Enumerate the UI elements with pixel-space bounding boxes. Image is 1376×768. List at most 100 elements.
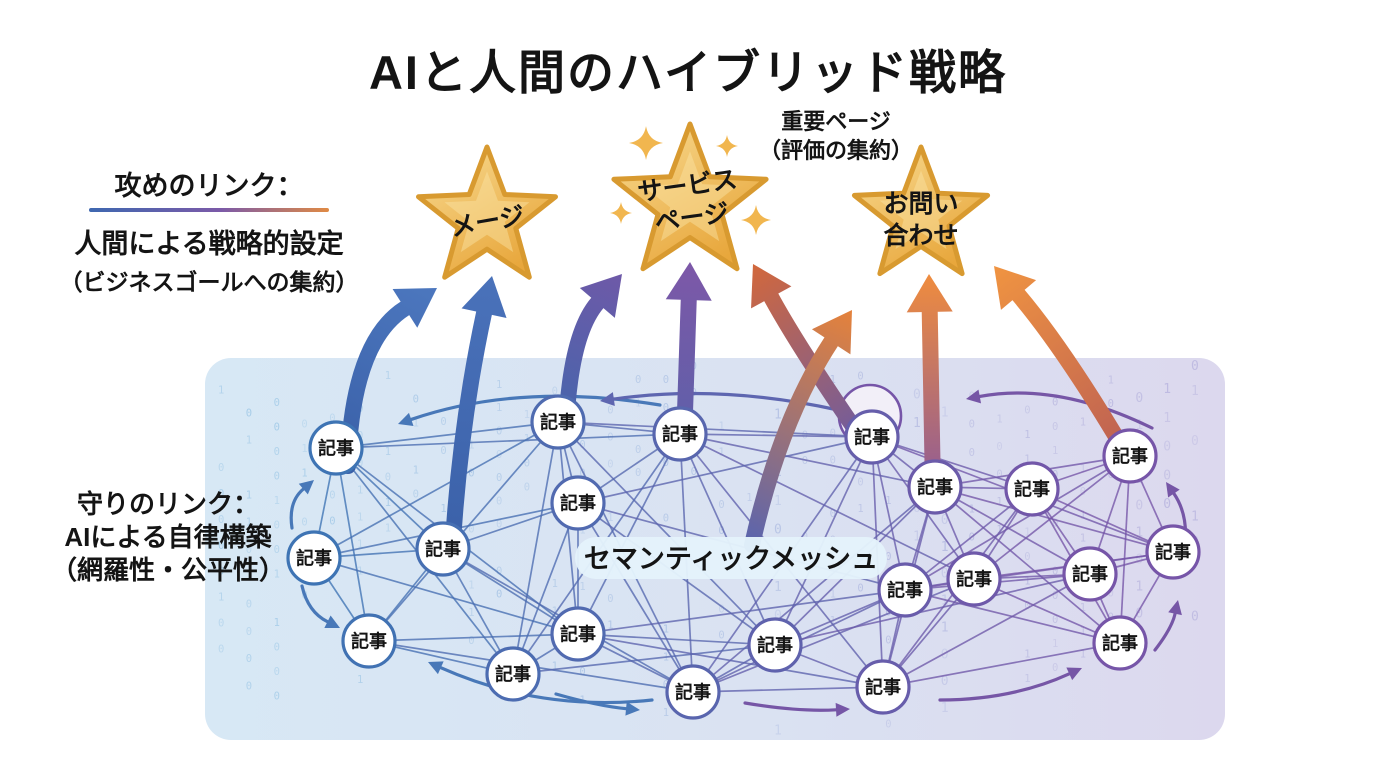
attack-link-heading: 攻めのリンク： [114,171,304,201]
svg-text:0: 0 [357,457,363,469]
svg-text:1: 1 [663,707,669,719]
svg-text:0: 0 [274,471,280,483]
svg-text:0: 0 [218,488,224,500]
svg-text:0: 0 [607,405,613,417]
svg-text:1: 1 [774,408,782,423]
article-node-label: 記事 [540,412,576,433]
article-node: 記事 [1004,461,1060,517]
star-label: 合わせ [883,221,958,250]
svg-text:0: 0 [274,422,280,434]
svg-text:1: 1 [1080,463,1086,475]
svg-text:0: 0 [246,680,252,692]
svg-text:0: 0 [579,666,585,678]
svg-text:0: 0 [663,402,669,414]
svg-text:1: 1 [857,503,863,515]
svg-text:0: 0 [579,468,585,480]
svg-text:0: 0 [274,397,280,409]
svg-text:1: 1 [1080,625,1086,637]
svg-text:0: 0 [635,444,641,456]
article-node: 記事 [1102,428,1158,484]
svg-text:0: 0 [468,468,474,480]
svg-text:1: 1 [996,414,1002,426]
svg-text:0: 0 [274,691,280,703]
svg-text:0: 0 [830,454,836,466]
svg-text:1: 1 [385,370,391,382]
svg-text:0: 0 [246,598,252,610]
svg-text:0: 0 [301,516,307,528]
svg-text:0: 0 [579,439,585,451]
svg-text:0: 0 [385,472,391,484]
defense-link-label: 守りのリンク： AIによる自律構築 （網羅性・公平性） [22,488,314,586]
svg-text:0: 0 [774,523,782,538]
svg-text:1: 1 [941,701,949,716]
article-node-label: 記事 [854,427,890,448]
svg-text:0: 0 [413,488,419,500]
svg-text:0: 0 [941,567,949,582]
article-node: 記事 [747,617,803,673]
svg-text:0: 0 [635,467,641,479]
svg-text:1: 1 [274,568,280,580]
defense-link-line1: AIによる自律構築 [64,521,272,552]
svg-text:0: 0 [524,457,530,469]
svg-text:1: 1 [1080,649,1086,661]
svg-text:0: 0 [969,419,975,431]
svg-text:0: 0 [468,635,474,647]
svg-text:1: 1 [357,539,363,551]
article-node: 記事 [877,562,933,618]
svg-text:0: 0 [218,514,224,526]
defense-link-heading: 守りのリンク： [76,489,259,519]
article-nodes: 記事記事記事記事記事記事記事記事記事記事記事記事記事記事記事記事記事記事記事記事… [286,394,1201,720]
svg-text:1: 1 [1052,638,1058,650]
important-page-note: 重要ページ （評価の集約） [731,108,941,165]
svg-text:0: 0 [274,642,280,654]
svg-text:1: 1 [1024,673,1030,685]
svg-text:0: 0 [1135,499,1143,514]
semantic-mesh-label: セマンティックメッシュ [584,544,878,574]
svg-text:0: 0 [1135,391,1143,406]
svg-text:1: 1 [301,467,307,479]
attack-link-line1: 人間による戦略的設定 [74,229,344,259]
svg-text:0: 0 [718,603,724,615]
page-title: AIと人間のハイブリッド戦略 [368,46,1008,99]
article-node-label: 記事 [887,580,923,601]
svg-text:0: 0 [496,425,502,437]
svg-text:1: 1 [1080,509,1086,521]
svg-text:0: 0 [440,416,446,428]
svg-text:0: 0 [218,643,224,655]
svg-text:1: 1 [468,579,474,591]
svg-text:1: 1 [496,402,502,414]
svg-text:1: 1 [941,594,949,609]
svg-text:0: 0 [1191,434,1199,449]
svg-text:0: 0 [885,551,891,563]
article-node-label: 記事 [917,477,953,498]
svg-text:1: 1 [246,489,252,501]
article-node-label: 記事 [675,682,711,703]
svg-text:1: 1 [1024,649,1030,661]
article-node: 記事 [1145,524,1201,580]
article-node-label: 記事 [662,424,698,445]
svg-text:1: 1 [1108,374,1114,386]
svg-text:1: 1 [941,620,949,635]
article-node-label: 記事 [351,631,387,652]
article-node: 記事 [530,394,586,450]
svg-text:0: 0 [774,609,782,624]
svg-text:0: 0 [274,446,280,458]
article-node: 記事 [550,606,606,662]
svg-text:1: 1 [969,503,975,515]
svg-text:0: 0 [913,501,921,516]
svg-text:0: 0 [996,469,1002,481]
svg-text:1: 1 [274,617,280,629]
svg-text:1: 1 [357,484,363,496]
svg-text:0: 0 [218,617,224,629]
svg-text:0: 0 [1052,566,1058,578]
svg-text:0: 0 [802,455,808,467]
svg-text:1: 1 [1024,527,1030,539]
svg-text:1: 1 [524,409,530,421]
svg-text:0: 0 [1108,588,1114,600]
svg-text:0: 0 [524,482,530,494]
svg-text:1: 1 [440,503,446,515]
svg-text:1: 1 [774,494,782,509]
svg-text:1: 1 [218,592,224,604]
svg-text:0: 0 [718,525,724,537]
